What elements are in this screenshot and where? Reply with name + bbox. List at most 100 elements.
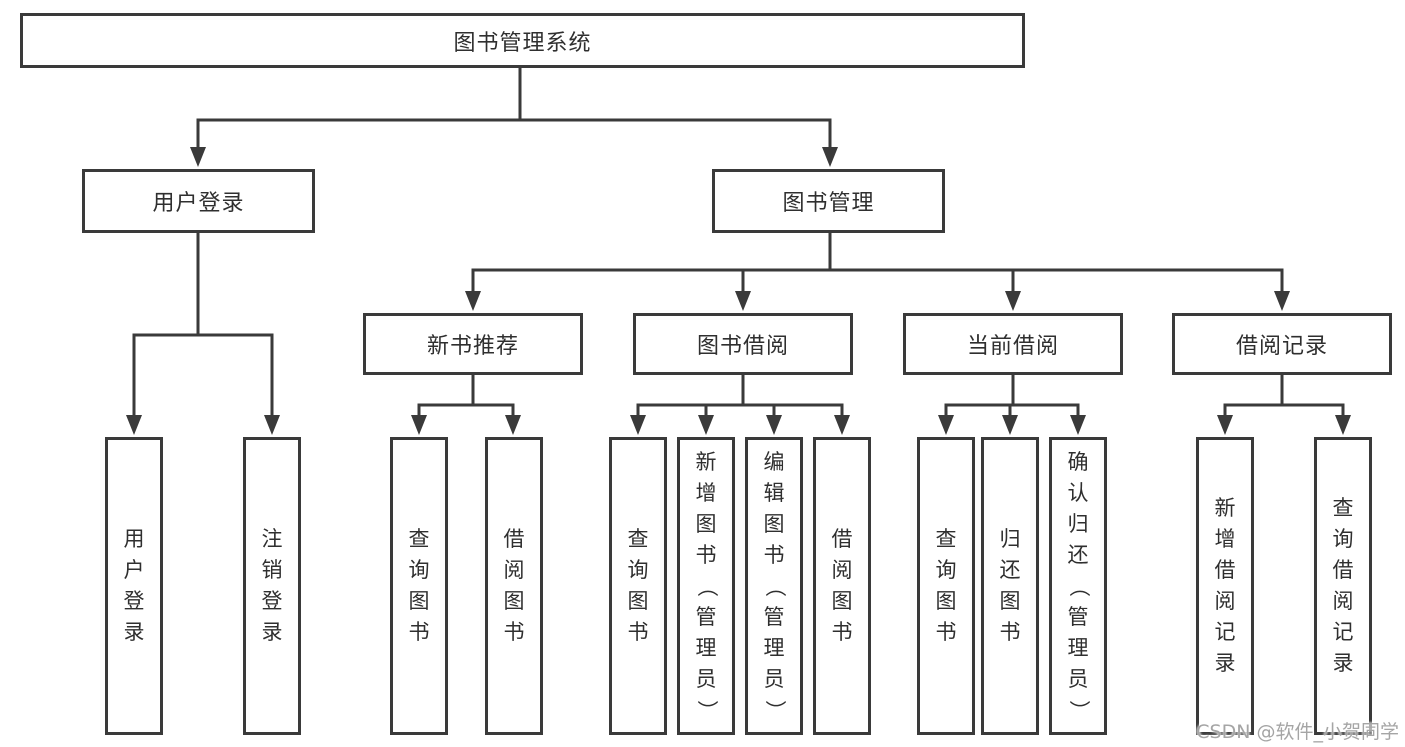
node-leaf-confirm-return-admin: 确认归还（管理员）: [1049, 437, 1107, 735]
label-char: 理: [763, 635, 785, 660]
label-char: 员: [1067, 666, 1089, 691]
label-char: 归: [1067, 511, 1089, 536]
label-char: 录: [1332, 651, 1354, 675]
label-char: （: [762, 575, 787, 597]
label-char: 登: [123, 589, 145, 613]
node-new-book-rec: 新书推荐: [363, 313, 583, 375]
arrowhead-down-icon: [190, 147, 206, 167]
arrowhead-down-icon: [1274, 291, 1290, 311]
label-char: 借: [1332, 558, 1354, 582]
label-char: 阅: [1332, 589, 1354, 613]
node-leaf-add-book-admin-label: 新增图书（管理员）: [695, 447, 719, 726]
label-char: 增: [695, 480, 717, 505]
label-char: 增: [1214, 527, 1236, 551]
label-char: （: [1066, 575, 1091, 597]
arrowhead-down-icon: [938, 415, 954, 435]
label-char: ）: [1066, 699, 1091, 721]
node-leaf-query-book-2: 查询图书: [609, 437, 667, 735]
arrowhead-down-icon: [411, 415, 427, 435]
label-char: ）: [694, 699, 719, 721]
label-char: 询: [627, 558, 649, 582]
node-book-mgmt: 图书管理: [712, 169, 945, 233]
label-char: 阅: [1214, 589, 1236, 613]
label-char: 图: [999, 589, 1021, 613]
node-leaf-user-login: 用户登录: [105, 437, 163, 735]
node-leaf-query-book-3: 查询图书: [917, 437, 975, 735]
label-char: 新: [695, 449, 717, 474]
node-leaf-query-book-1-label: 查询图书: [409, 524, 430, 648]
label-char: 记: [1214, 620, 1236, 644]
node-leaf-query-borrow-record-label: 查询借阅记录: [1333, 493, 1354, 679]
node-leaf-borrow-book-1: 借阅图书: [485, 437, 543, 735]
label-char: 书: [763, 542, 785, 567]
label-char: 借: [1214, 558, 1236, 582]
label-char: 图: [627, 589, 649, 613]
label-char: 书: [695, 542, 717, 567]
node-leaf-logout: 注销登录: [243, 437, 301, 735]
label-char: 查: [1332, 496, 1354, 520]
arrowhead-down-icon: [1070, 415, 1086, 435]
node-leaf-logout-label: 注销登录: [262, 524, 283, 648]
arrowhead-down-icon: [630, 415, 646, 435]
label-char: 借: [503, 527, 525, 551]
label-char: 管: [1067, 604, 1089, 629]
node-leaf-edit-book-admin-label: 编辑图书（管理员）: [763, 447, 787, 726]
node-leaf-borrow-book-2-label: 借阅图书: [832, 524, 853, 648]
node-user-login-label: 用户登录: [152, 191, 245, 216]
node-leaf-add-borrow-record: 新增借阅记录: [1196, 437, 1254, 735]
label-char: 员: [763, 666, 785, 691]
label-char: （: [694, 575, 719, 597]
node-leaf-add-borrow-record-label: 新增借阅记录: [1215, 493, 1236, 679]
label-char: 员: [695, 666, 717, 691]
node-book-borrow-label: 图书借阅: [696, 334, 789, 359]
label-char: 注: [261, 527, 283, 551]
arrowhead-down-icon: [1002, 415, 1018, 435]
arrowhead-down-icon: [834, 415, 850, 435]
node-leaf-return-book: 归还图书: [981, 437, 1039, 735]
arrowhead-down-icon: [465, 291, 481, 311]
label-char: 还: [1067, 542, 1089, 567]
node-leaf-edit-book-admin: 编辑图书（管理员）: [745, 437, 803, 735]
node-user-login: 用户登录: [82, 169, 315, 233]
label-char: 录: [1214, 651, 1236, 675]
label-char: 理: [1067, 635, 1089, 660]
label-char: 登: [261, 589, 283, 613]
label-char: 图: [831, 589, 853, 613]
node-root: 图书管理系统: [20, 13, 1025, 68]
label-char: 询: [408, 558, 430, 582]
label-char: 编: [763, 449, 785, 474]
label-char: 查: [408, 527, 430, 551]
label-char: 书: [627, 620, 649, 644]
label-char: 图: [503, 589, 525, 613]
node-book-borrow: 图书借阅: [633, 313, 853, 375]
label-char: 新: [1214, 496, 1236, 520]
node-current-borrow: 当前借阅: [903, 313, 1123, 375]
label-char: 还: [999, 558, 1021, 582]
label-char: 图: [935, 589, 957, 613]
node-root-label: 图书管理系统: [453, 30, 592, 56]
label-char: 录: [123, 620, 145, 644]
node-leaf-add-book-admin: 新增图书（管理员）: [677, 437, 735, 735]
arrowhead-down-icon: [1335, 415, 1351, 435]
node-leaf-query-book-2-label: 查询图书: [628, 524, 649, 648]
label-char: 记: [1332, 620, 1354, 644]
label-char: 理: [695, 635, 717, 660]
node-leaf-query-book-1: 查询图书: [390, 437, 448, 735]
label-char: 阅: [503, 558, 525, 582]
label-char: 书: [999, 620, 1021, 644]
node-leaf-borrow-book-1-label: 借阅图书: [504, 524, 525, 648]
csdn-watermark: CSDN @软件_小贺同学: [1196, 721, 1399, 743]
label-char: 图: [763, 511, 785, 536]
label-char: 图: [408, 589, 430, 613]
label-char: 借: [831, 527, 853, 551]
node-leaf-query-borrow-record: 查询借阅记录: [1314, 437, 1372, 735]
arrowhead-down-icon: [735, 291, 751, 311]
label-char: 归: [999, 527, 1021, 551]
node-borrow-records-label: 借阅记录: [1235, 334, 1328, 359]
arrowhead-down-icon: [698, 415, 714, 435]
arrowhead-down-icon: [505, 415, 521, 435]
node-book-mgmt-label: 图书管理: [782, 191, 875, 216]
node-new-book-rec-label: 新书推荐: [426, 334, 519, 359]
